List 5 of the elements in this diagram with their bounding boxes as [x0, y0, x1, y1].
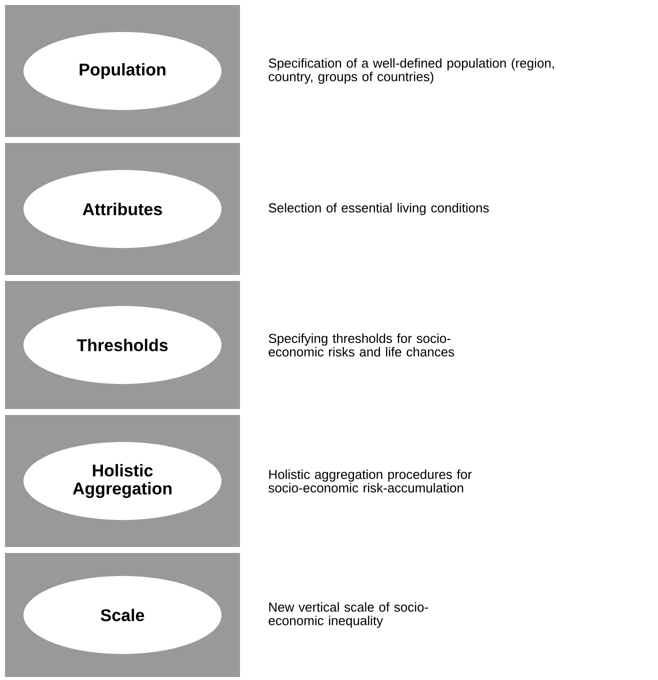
description: Selection of essential living conditions — [268, 202, 489, 216]
description: New vertical scale of socio-economic inequality — [268, 602, 428, 628]
description: Specification of a well-defined population (region, country, groups of countries) — [268, 58, 554, 84]
description: Specifying thresholds for socio-economic risks and life chances — [268, 333, 454, 357]
description: Holistic aggregation procedures for socio-economic risk-accumulation — [268, 469, 472, 493]
